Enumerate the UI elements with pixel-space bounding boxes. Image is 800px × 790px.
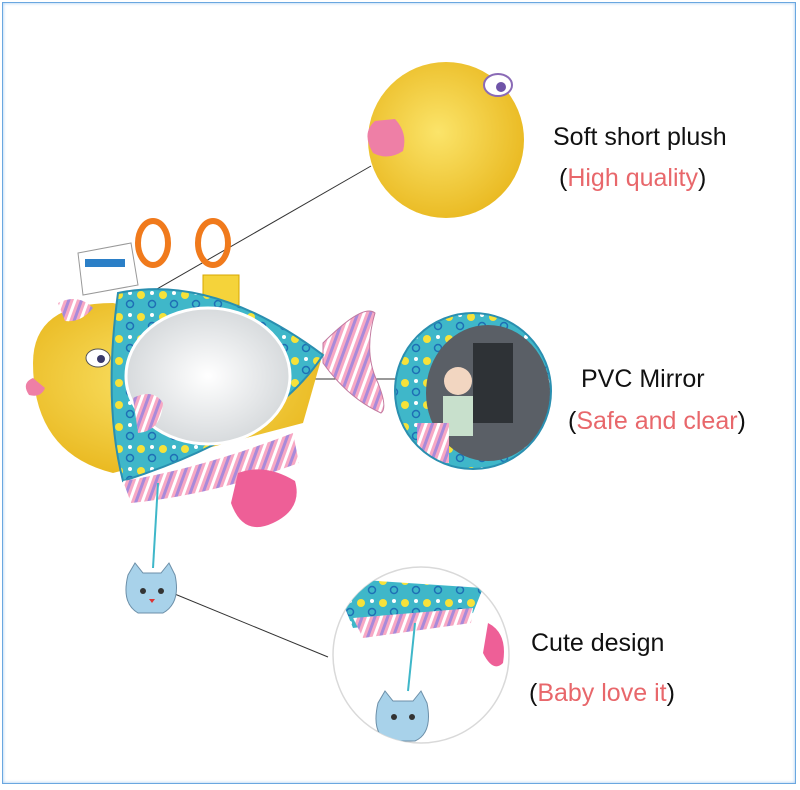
feature-subtitle-plush-text: High quality (567, 164, 698, 192)
product-illustration (25, 62, 552, 744)
feature-title-design: Cute design (531, 629, 665, 657)
design-closeup (332, 566, 510, 744)
feature-title-mirror: PVC Mirror (581, 365, 705, 393)
feature-subtitle-mirror: (Safe and clear) (568, 407, 746, 435)
fish-toy (25, 288, 385, 569)
feature-subtitle-design-text: Baby love it (537, 679, 667, 707)
feature-subtitle-design: (Baby love it) (529, 679, 675, 707)
connector-line-design (164, 589, 329, 658)
feature-title-plush: Soft short plush (553, 123, 727, 151)
mirror-closeup (394, 312, 552, 470)
feature-subtitle-plush: (High quality) (559, 164, 707, 192)
feature-subtitle-mirror-text: Safe and clear (576, 407, 738, 435)
plush-closeup (367, 62, 524, 218)
cat-charm (125, 562, 177, 614)
hang-tag (77, 242, 139, 296)
